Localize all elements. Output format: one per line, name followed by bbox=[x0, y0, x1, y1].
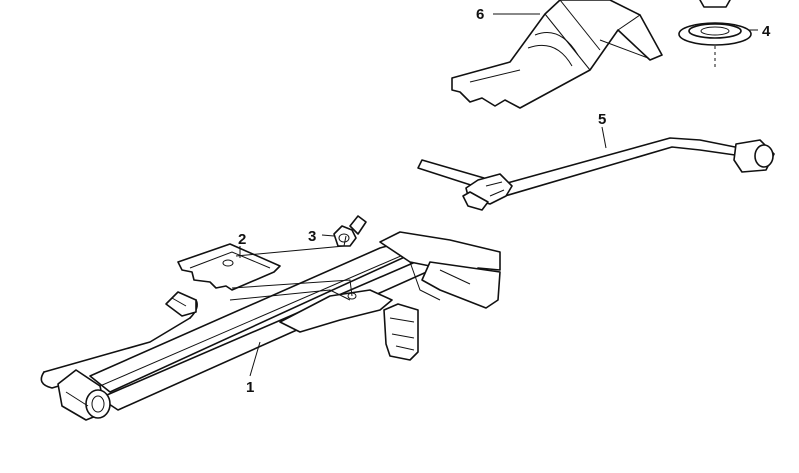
part-5-wheel-brace bbox=[417, 137, 775, 211]
leader-2 bbox=[235, 235, 347, 258]
part-2-plate bbox=[177, 243, 281, 291]
leader-1 bbox=[249, 341, 261, 377]
part-3-wing-nut bbox=[333, 215, 367, 247]
callout-5: 5 bbox=[598, 111, 606, 128]
callout-2: 2 bbox=[238, 231, 246, 248]
callout-6: 6 bbox=[476, 6, 484, 23]
callout-labels: 6 4 5 3 2 1 bbox=[238, 6, 771, 396]
part-4-grommet bbox=[678, 0, 752, 70]
callout-3: 3 bbox=[308, 228, 316, 245]
leader-5 bbox=[601, 126, 607, 149]
leader-lines bbox=[231, 13, 758, 377]
part-1-jack-assembly bbox=[40, 231, 501, 421]
callout-1: 1 bbox=[246, 379, 254, 396]
leader-2b bbox=[231, 279, 353, 297]
leader-3 bbox=[321, 234, 335, 237]
part-6-wheel-bracket bbox=[451, 0, 663, 109]
callout-4: 4 bbox=[762, 23, 771, 40]
